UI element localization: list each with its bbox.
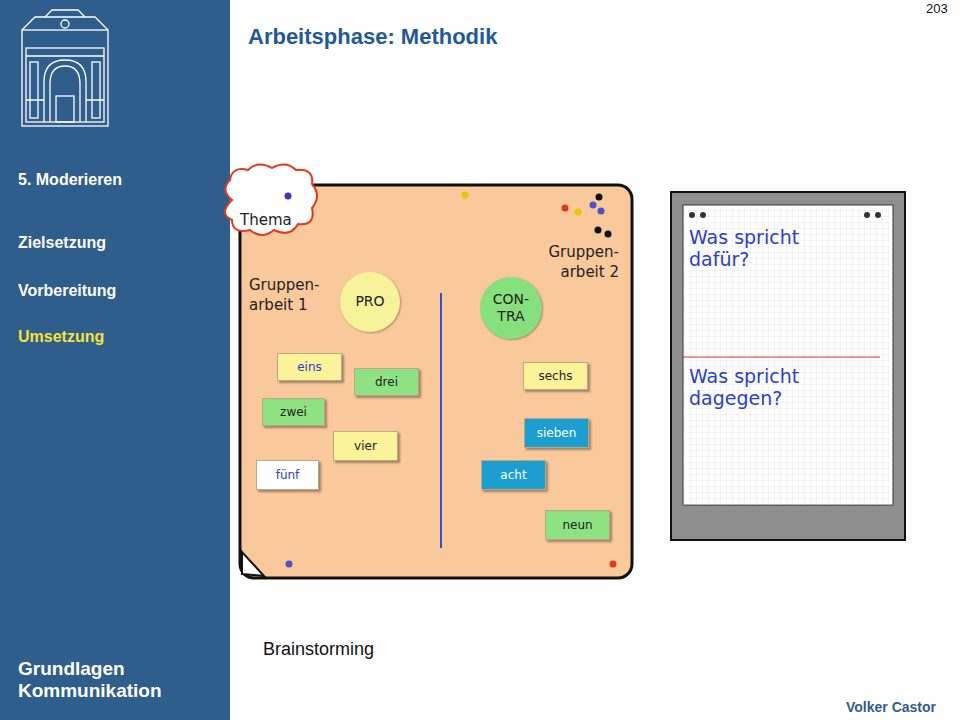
- flipchart-stand: [671, 192, 905, 540]
- idea-card: sieben: [524, 418, 589, 448]
- node-text: PRO: [355, 293, 384, 311]
- separator-line: [683, 356, 880, 357]
- nav-item: Vorbereitung: [18, 282, 116, 300]
- node-text: acht: [500, 468, 526, 482]
- flipchart-paper: [683, 205, 893, 505]
- logo: [22, 10, 108, 126]
- node-text: sechs: [538, 369, 572, 383]
- nav-item: Zielsetzung: [18, 234, 106, 252]
- flipchart-rings: [689, 212, 881, 218]
- caption: Brainstorming: [263, 639, 374, 660]
- group-label: Gruppen- arbeit 2: [535, 243, 619, 282]
- idea-card: drei: [354, 368, 419, 396]
- idea-card: fünf: [256, 460, 319, 490]
- pinboard: [240, 185, 632, 578]
- node-text: neun: [562, 518, 592, 532]
- flipchart: Was spricht dafür?Was spricht dagegen?fü…: [683, 205, 893, 505]
- pin: [285, 193, 292, 200]
- node-text: zwei: [280, 405, 307, 419]
- idea-card: acht: [481, 460, 546, 490]
- idea-card: neun: [545, 510, 610, 540]
- course-name: Grundlagen Kommunikation: [18, 658, 218, 702]
- flipchart-heading: Was spricht dagegen?: [689, 366, 839, 410]
- sidebar: [0, 0, 230, 720]
- nav-item-active: Umsetzung: [18, 328, 104, 346]
- flipchart-heading: Was spricht dafür?: [689, 227, 839, 271]
- idea-card: sechs: [523, 362, 588, 390]
- idea-card: vier: [333, 431, 398, 461]
- idea-card: eins: [277, 353, 342, 381]
- cloud-shape: [225, 164, 317, 235]
- node-text: eins: [297, 360, 322, 374]
- node-text: vier: [354, 439, 377, 453]
- divider-line: [440, 293, 442, 548]
- chapter-label: 5. Moderieren: [18, 171, 122, 189]
- slide-title: Arbeitsphase: Methodik: [248, 24, 497, 50]
- node-text: drei: [375, 375, 398, 389]
- category-circle: CON- TRA: [480, 277, 542, 339]
- category-circle: PRO: [340, 272, 400, 332]
- node-text: Thema: [240, 211, 292, 229]
- node-text: sieben: [537, 426, 577, 440]
- paper-grid: [683, 205, 893, 505]
- node-text: CON- TRA: [487, 291, 535, 326]
- folded-corner: [242, 552, 264, 576]
- node-text: fünf: [276, 468, 300, 482]
- group-label: Gruppen- arbeit 1: [249, 276, 333, 315]
- page-number: 203: [926, 1, 948, 16]
- topic-cloud: Thema: [218, 160, 322, 240]
- author: Volker Castor: [846, 699, 936, 715]
- idea-card: zwei: [262, 398, 325, 426]
